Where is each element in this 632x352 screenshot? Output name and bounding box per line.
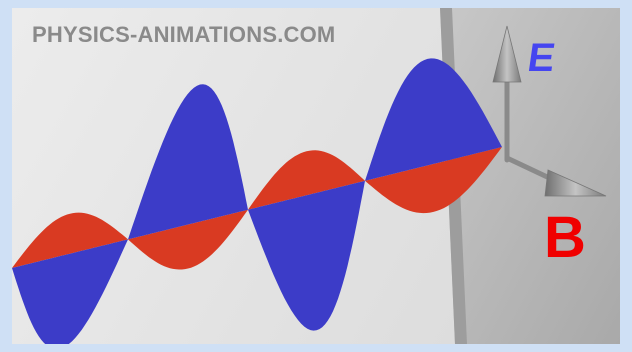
magnetic-axis-arrow [504, 155, 607, 197]
electric-wave-lobe [365, 58, 502, 181]
magnetic-wave-lobe [12, 212, 128, 268]
magnetic-wave-lobe [128, 209, 248, 270]
wave-layer [12, 58, 502, 350]
screen-panel [440, 8, 620, 344]
magnetic-wave-lobe [365, 147, 502, 214]
electric-wave-lobe [128, 84, 248, 240]
electric-wave-lobe [248, 180, 365, 331]
magnetic-wave-lobe [248, 150, 365, 210]
magnetic-field-label: B [544, 205, 586, 270]
electric-axis-arrow [492, 25, 522, 163]
watermark-text: PHYSICS-ANIMATIONS.COM [32, 22, 336, 47]
electric-wave-lobe [12, 239, 128, 350]
